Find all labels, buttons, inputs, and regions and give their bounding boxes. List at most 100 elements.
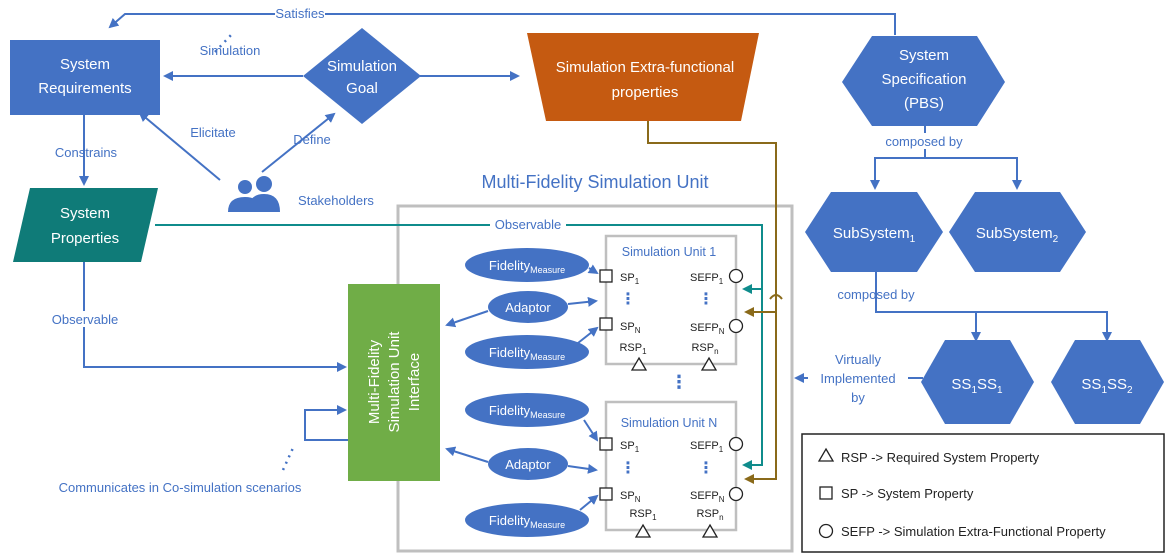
sefp-port-n-unit1 <box>728 318 744 334</box>
system-spec-line2: Specification <box>881 71 966 88</box>
mf-interface-line3: Interface <box>406 353 423 411</box>
simulation-goal-line1: Simulation <box>327 58 397 75</box>
label-simulation: Simulation <box>200 43 261 58</box>
edge-communicates-loop <box>304 405 348 441</box>
adaptor-1-label: Adaptor <box>505 300 551 315</box>
stakeholders-icon <box>228 176 280 212</box>
legend-triangle-icon <box>817 447 835 462</box>
edge-observable-top <box>155 224 763 470</box>
edge-composed-by-2 <box>875 272 981 342</box>
sefp1-label-unit1: SEFP1 <box>690 272 724 286</box>
sp-port-1-unit1 <box>599 269 613 283</box>
rsp1-label-unit1: RSP1 <box>619 342 647 356</box>
sefp-port-1-unit1 <box>728 268 744 284</box>
label-define: Define <box>293 132 331 147</box>
ellipsis-sp-unit1: ⋮ <box>620 291 636 308</box>
ss1ss2-label: SS1SS2 <box>1081 376 1133 396</box>
fidelity-1-label: FidelityMeasure <box>489 258 565 275</box>
sp-port-n-unit1 <box>599 317 613 331</box>
label-communicates: Communicates in Co-simulation scenarios <box>59 480 302 495</box>
system-requirements-line1: System <box>60 56 110 73</box>
node-ss1ss1[interactable] <box>921 340 1034 424</box>
rsp-port-n-unit1 <box>700 356 718 371</box>
label-stakeholders: Stakeholders <box>298 193 374 208</box>
legend-square-icon <box>819 486 833 500</box>
legend-box: RSP -> Required System Property SP -> Sy… <box>801 433 1165 553</box>
fidelity-2-label: FidelityMeasure <box>489 345 565 362</box>
label-satisfies: Satisfies <box>275 6 325 21</box>
sp-port-1-unitn <box>599 437 613 451</box>
edge-observable-left <box>83 262 347 372</box>
fidelity-measure-4[interactable]: FidelityMeasure <box>465 503 589 537</box>
adaptor-n[interactable]: Adaptor <box>488 448 568 480</box>
sp1-label-unitn: SP1 <box>620 440 640 454</box>
spn-label-unitn: SPN <box>620 490 641 504</box>
label-observable-top: Observable <box>495 217 561 232</box>
edge-elicitate <box>138 111 221 181</box>
fidelity-measure-3[interactable]: FidelityMeasure <box>465 393 589 427</box>
node-extrafunctional[interactable] <box>527 33 759 121</box>
edge-satisfies <box>325 13 896 35</box>
system-properties-line1: System <box>60 205 110 222</box>
node-simulation-goal[interactable] <box>303 28 421 124</box>
extrafunctional-line2: properties <box>612 84 679 101</box>
ellipsis-sefp-unit1: ⋮ <box>698 291 714 308</box>
system-spec-line3: (PBS) <box>904 95 944 112</box>
node-subsystem-2[interactable] <box>949 192 1086 272</box>
node-subsystem-1[interactable] <box>805 192 943 272</box>
subsystem-1-label: SubSystem1 <box>833 225 916 245</box>
simulation-unit-n[interactable]: Simulation Unit N <box>604 400 738 532</box>
simulation-unit-1-title: Simulation Unit 1 <box>622 245 717 259</box>
rsp-port-1-unitn <box>634 523 652 538</box>
label-composed-by-1: composed by <box>885 134 963 149</box>
node-system-properties[interactable] <box>13 188 158 262</box>
sefp1-label-unitn: SEFP1 <box>690 440 724 454</box>
label-elicitate: Elicitate <box>190 125 236 140</box>
mf-interface-line2: Simulation Unit <box>386 331 403 433</box>
edge-define <box>261 112 336 173</box>
simulation-goal-line2: Goal <box>346 80 378 97</box>
node-ss1ss2[interactable] <box>1051 340 1164 424</box>
ellipsis-sefp-unitn: ⋮ <box>698 460 714 477</box>
node-system-specification[interactable] <box>842 36 1005 126</box>
spn-label-unit1: SPN <box>620 321 641 335</box>
ellipsis-units: ⋮ <box>670 372 688 392</box>
ellipsis-sp-unitn: ⋮ <box>620 460 636 477</box>
adaptor-1[interactable]: Adaptor <box>488 291 568 323</box>
legend-circle-icon <box>818 523 834 539</box>
fidelity-measure-2[interactable]: FidelityMeasure <box>465 335 589 369</box>
fidelity-4-label: FidelityMeasure <box>489 513 565 530</box>
label-constrains: Constrains <box>55 145 118 160</box>
legend-sefp: SEFP -> Simulation Extra-Functional Prop… <box>841 524 1106 539</box>
system-requirements-line2: Requirements <box>38 80 131 97</box>
simulation-unit-1[interactable]: Simulation Unit 1 <box>604 234 738 366</box>
node-system-requirements[interactable] <box>10 40 160 115</box>
sefp-port-n-unitn <box>728 486 744 502</box>
sefpn-label-unitn: SEFPN <box>690 490 725 504</box>
container-title: Multi-Fidelity Simulation Unit <box>481 172 708 192</box>
sp1-label-unit1: SP1 <box>620 272 640 286</box>
legend-rsp: RSP -> Required System Property <box>841 450 1040 465</box>
fidelity-3-label: FidelityMeasure <box>489 403 565 420</box>
fidelity-measure-1[interactable]: FidelityMeasure <box>465 248 589 282</box>
rsp-port-1-unit1 <box>630 356 648 371</box>
label-virtually-3: by <box>851 390 865 405</box>
legend-sp: SP -> System Property <box>841 486 974 501</box>
edge-extrafunctional <box>647 120 777 484</box>
system-properties-line2: Properties <box>51 230 119 247</box>
label-virtually-1: Virtually <box>835 352 882 367</box>
system-spec-line1: System <box>899 47 949 64</box>
rspn-label-unit1: RSPn <box>691 342 718 356</box>
rspn-label-unitn: RSPn <box>696 508 723 522</box>
label-composed-by-2: composed by <box>837 287 915 302</box>
rsp-port-n-unitn <box>701 523 719 538</box>
label-observable-left: Observable <box>52 312 118 327</box>
mf-interface-line1: Multi-Fidelity <box>366 339 383 424</box>
adaptor-n-label: Adaptor <box>505 457 551 472</box>
sefpn-label-unit1: SEFPN <box>690 322 725 336</box>
node-mf-interface[interactable] <box>348 284 440 481</box>
sefp-port-1-unitn <box>728 436 744 452</box>
subsystem-2-label: SubSystem2 <box>976 225 1059 245</box>
extrafunctional-line1: Simulation Extra-functional <box>556 59 734 76</box>
